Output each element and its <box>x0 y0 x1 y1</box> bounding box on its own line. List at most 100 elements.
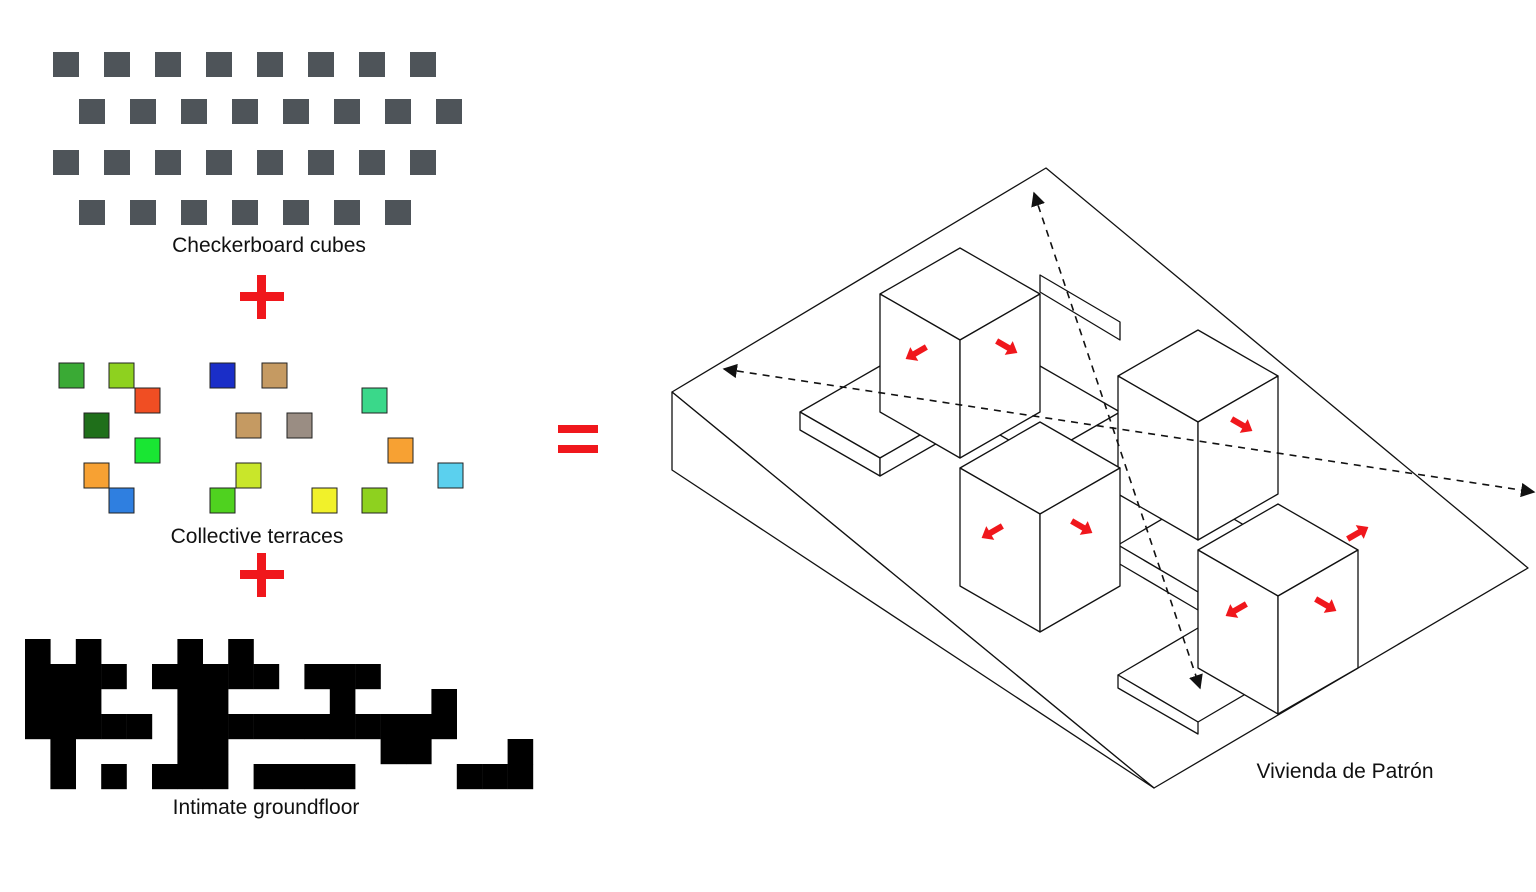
cube-tile <box>308 150 334 175</box>
orientation-arrow <box>981 523 1004 540</box>
groundfloor-cell <box>507 739 534 765</box>
groundfloor-cell <box>101 764 127 790</box>
groundfloor-cell <box>25 664 51 690</box>
groundfloor-cell <box>228 714 254 740</box>
red-arrow-shape <box>1230 416 1253 433</box>
plus-operator-1 <box>240 275 284 319</box>
groundfloor-cell <box>431 689 457 715</box>
groundfloor-cell <box>406 739 432 765</box>
groundfloor-cell <box>431 714 457 740</box>
groundfloor-cell <box>304 714 330 740</box>
cube-tile <box>181 99 207 124</box>
cube-tile <box>283 99 309 124</box>
equals-operator <box>558 425 598 455</box>
groundfloor-cell <box>50 764 76 790</box>
groundfloor-cell <box>202 689 229 715</box>
terrace-tile <box>361 487 388 514</box>
groundfloor-cell <box>380 739 407 765</box>
red-arrow-shape <box>1346 525 1369 542</box>
groundfloor-cell <box>25 714 51 740</box>
orientation-arrow <box>905 344 928 361</box>
groundfloor-cell <box>75 689 102 715</box>
red-arrow-shape <box>995 338 1018 355</box>
terrace-tile <box>83 462 110 489</box>
cube-tile <box>232 200 258 225</box>
red-arrow-shape <box>905 344 928 361</box>
groundfloor-cell <box>126 714 153 740</box>
cube-tile <box>104 150 130 175</box>
terrace-tile <box>209 487 236 514</box>
groundfloor-cell <box>101 664 127 690</box>
terrace-tile <box>134 437 161 464</box>
groundfloor-cell <box>177 739 203 765</box>
groundfloor-cell <box>75 664 102 690</box>
orientation-arrow <box>1070 518 1093 535</box>
groundfloor-cell <box>355 714 381 740</box>
label-collective-terraces: Collective terraces <box>170 525 344 548</box>
cube-tile <box>257 150 283 175</box>
groundfloor-cell <box>380 714 407 740</box>
cube-tile <box>410 150 436 175</box>
cube-tile <box>53 150 79 175</box>
cube-tile <box>308 52 334 77</box>
groundfloor-cell <box>304 764 330 790</box>
cube-tile <box>155 150 181 175</box>
groundfloor-cell <box>75 639 102 665</box>
groundfloor-cell <box>177 764 203 790</box>
plus-operator-2 <box>240 553 284 597</box>
checkerboard-cubes-pattern <box>53 52 462 225</box>
cube-tile <box>334 99 360 124</box>
groundfloor-cell <box>50 664 76 690</box>
cube-tile <box>79 200 105 225</box>
terrace-tile <box>235 412 262 439</box>
label-intimate-groundfloor: Intimate groundfloor <box>172 796 360 819</box>
red-arrow-shape <box>1225 601 1248 618</box>
groundfloor-cell <box>329 689 356 715</box>
groundfloor-cell <box>228 664 254 690</box>
cube-tile <box>130 200 156 225</box>
groundfloor-cell <box>25 639 51 665</box>
label-vivienda-de-patron: Vivienda de Patrón <box>1256 760 1434 783</box>
groundfloor-cell <box>253 764 280 790</box>
groundfloor-cell <box>228 639 254 665</box>
groundfloor-cell <box>177 714 203 740</box>
terrace-tile <box>286 412 313 439</box>
groundfloor-cell <box>304 664 330 690</box>
terrace-tile <box>437 462 464 489</box>
groundfloor-cell <box>152 764 178 790</box>
groundfloor-cell <box>25 689 51 715</box>
groundfloor-cell <box>253 664 280 690</box>
cube-tile <box>104 52 130 77</box>
groundfloor-cell <box>202 664 229 690</box>
cube-tile <box>257 52 283 77</box>
cube-tile <box>206 150 232 175</box>
terrace-tile <box>235 462 262 489</box>
cube-tile <box>53 52 79 77</box>
groundfloor-cell <box>50 714 76 740</box>
cube-tile <box>232 99 258 124</box>
groundfloor-cell <box>279 714 305 740</box>
terrace-tile <box>261 362 288 389</box>
red-arrow-shape <box>981 523 1004 540</box>
terrace-tile <box>387 437 414 464</box>
groundfloor-cell <box>101 714 127 740</box>
terrace-tile <box>361 387 388 414</box>
terrace-tile <box>83 412 110 439</box>
groundfloor-cell <box>482 764 508 790</box>
orientation-arrow <box>995 338 1018 355</box>
cube-tile <box>79 99 105 124</box>
cube-tile <box>130 99 156 124</box>
orientation-arrow <box>1314 596 1337 613</box>
cube-tile <box>206 52 232 77</box>
collective-terraces-pattern <box>58 362 464 514</box>
groundfloor-cell <box>202 714 229 740</box>
cube-tile <box>385 200 411 225</box>
terrace-tile <box>311 487 338 514</box>
groundfloor-cell <box>329 764 356 790</box>
cube-south-right-face <box>1277 549 1359 715</box>
cube-tile <box>359 150 385 175</box>
terrace-tile <box>108 362 135 389</box>
cube-tile <box>181 200 207 225</box>
groundfloor-cell <box>202 764 229 790</box>
